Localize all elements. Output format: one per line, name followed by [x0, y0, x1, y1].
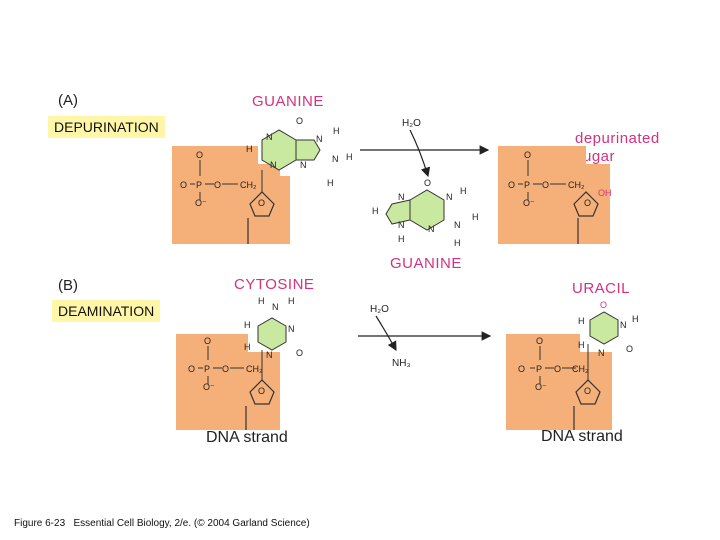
atom-h-f2: H [372, 206, 379, 216]
atom-n-f3: N [398, 220, 405, 230]
figure-source: Essential Cell Biology, 2/e. (© 2004 Gar… [73, 518, 310, 529]
atom-o-a5: O [508, 180, 515, 190]
uracil-base [589, 311, 619, 345]
atom-ch2-b2: CH₂ [572, 364, 589, 374]
byproduct-b: NH₃ [392, 358, 411, 369]
depurinated-label: depurinated [575, 130, 660, 147]
dna-strand-label-left: DNA strand [206, 429, 288, 446]
release-arrow-b [375, 315, 397, 352]
atom-oh-a: OH [598, 188, 612, 198]
atom-n-f2: N [446, 192, 453, 202]
atom-n-g1: N [266, 132, 273, 142]
atom-ominus-a2: O⁻ [523, 198, 535, 208]
atom-n-c1: N [272, 302, 279, 312]
atom-h-f4: H [398, 234, 405, 244]
atom-o-b3: O [222, 364, 229, 374]
atom-ominus-b2: O⁻ [535, 382, 547, 392]
atom-ch2-a: CH₂ [240, 180, 257, 190]
backbone-block-a-right [498, 146, 610, 244]
guanine-base-free [385, 189, 445, 231]
atom-o-a1: O [196, 150, 203, 160]
atom-h-c3: H [244, 320, 251, 330]
figure-number: Figure 6-23 [14, 518, 66, 529]
guanine-title: GUANINE [252, 93, 324, 110]
atom-o-b2: O [188, 364, 195, 374]
atom-n-c2: N [288, 324, 295, 334]
deoxyribose-ring-b-right [575, 379, 601, 405]
atom-p-a2: P [524, 180, 530, 190]
atom-n-u2: N [598, 348, 605, 358]
atom-o-sugar-b2: O [584, 386, 591, 396]
atom-o-b4: O [536, 336, 543, 346]
atom-o-c1: O [296, 348, 303, 358]
atom-h-g3: H [346, 152, 353, 162]
deoxyribose-ring-a-right [573, 191, 599, 217]
uracil-title: URACIL [572, 280, 631, 297]
atom-n-f5: N [454, 220, 461, 230]
atom-o-a4: O [524, 150, 531, 160]
atom-n-g2: N [316, 134, 323, 144]
reagent-a: H₂O [402, 118, 421, 129]
depurination-label: DEPURINATION [48, 116, 165, 138]
panel-a-letter: (A) [58, 92, 78, 109]
atom-o-sugar-a: O [258, 198, 265, 208]
atom-n-f1: N [398, 192, 405, 202]
atom-ch2-b: CH₂ [246, 364, 263, 374]
atom-o-b5: O [518, 364, 525, 374]
panel-b-letter: (B) [58, 277, 78, 294]
atom-n-f4: N [428, 224, 435, 234]
atom-ominus-a: O⁻ [195, 198, 207, 208]
atom-p-a: P [196, 180, 202, 190]
atom-h-g2: H [333, 126, 340, 136]
atom-h-g1: H [246, 144, 253, 154]
atom-o-u1: O [600, 300, 607, 310]
atom-labels: O O P O O⁻ CH₂ O O H N N H N N H H N H₂O… [180, 116, 639, 396]
atom-h-c1: H [258, 296, 265, 306]
atom-h-u1: H [578, 316, 585, 326]
atom-o-f1: O [424, 178, 431, 188]
atom-n-g3: N [300, 160, 307, 170]
atom-n-u1: N [620, 320, 627, 330]
atom-o-g1: O [296, 116, 303, 126]
atom-o-a2: O [180, 180, 187, 190]
atom-h-f5: H [454, 238, 461, 248]
guanine-base-attached [261, 129, 321, 171]
atom-h-f3: H [472, 212, 479, 222]
atom-p-b2: P [536, 364, 542, 374]
atom-n-c3: N [266, 350, 273, 360]
atom-p-b: P [204, 364, 210, 374]
atom-o-a3: O [214, 180, 221, 190]
atom-o-b6: O [554, 364, 561, 374]
backbone-block-b-right [506, 334, 612, 430]
deoxyribose-ring-b-left [249, 379, 275, 405]
backbone-block-a-left [172, 146, 290, 244]
cytosine-title: CYTOSINE [234, 276, 315, 293]
release-arrow-a [409, 129, 431, 178]
reagent-b: H₂O [370, 304, 389, 315]
atom-h-u3: H [578, 340, 585, 350]
atom-h-c2: H [288, 296, 295, 306]
backbone-block-b-left [176, 334, 280, 430]
atom-o-sugar-b: O [258, 386, 265, 396]
atom-o-u2: O [626, 344, 633, 354]
atom-o-a6: O [542, 180, 549, 190]
atom-h-u2: H [632, 314, 639, 324]
deamination-label: DEAMINATION [52, 300, 161, 322]
atom-o-sugar-a2: O [584, 198, 591, 208]
atom-h-f1: H [460, 186, 467, 196]
cytosine-base [257, 317, 287, 351]
atom-n-g5: N [270, 160, 277, 170]
deoxyribose-ring-a-left [249, 191, 275, 217]
atom-o-b1: O [204, 336, 211, 346]
figure-caption: Figure 6-23 Essential Cell Biology, 2/e.… [14, 518, 310, 529]
atom-ominus-b: O⁻ [203, 382, 215, 392]
atom-n-g4: N [332, 154, 339, 164]
atom-ch2-a2: CH₂ [568, 180, 585, 190]
released-guanine-label: GUANINE [390, 255, 462, 272]
atom-h-c4: H [244, 342, 251, 352]
dna-strand-label-right: DNA strand [541, 428, 623, 445]
atom-h-g4: H [327, 178, 334, 188]
